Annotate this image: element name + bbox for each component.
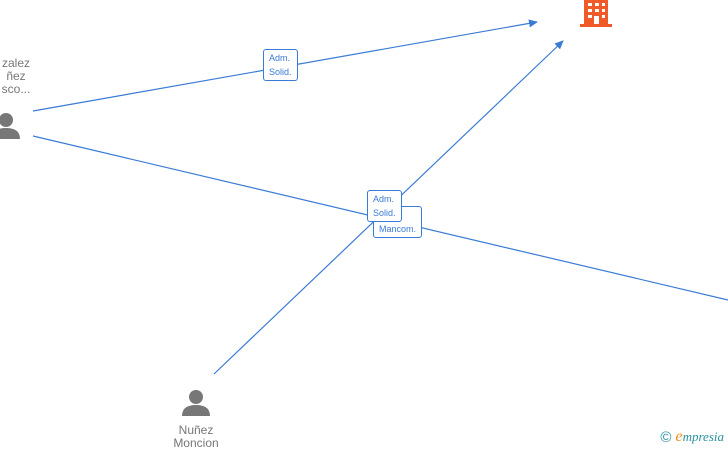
person-icon xyxy=(182,390,210,416)
copyright-symbol: © xyxy=(660,428,672,446)
edge-label-line: Adm. xyxy=(269,53,291,63)
person-label-top: zalez ñez sco... xyxy=(0,57,36,96)
building-icon xyxy=(580,0,612,27)
person-label-line: Nuñez xyxy=(178,423,214,437)
edge-label-line: Mancom. xyxy=(379,224,417,234)
brand-logo: © e mpresia xyxy=(660,428,724,446)
edge-label-line: Solid. xyxy=(269,67,292,77)
edge-label-top: Adm. Solid. xyxy=(263,49,298,81)
person-label-bottom: Nuñez Moncion xyxy=(156,424,236,450)
person-label-line: ñez xyxy=(6,69,26,83)
brand-e: e xyxy=(675,428,683,445)
brand-name: mpresia xyxy=(682,429,724,444)
person-label-line: sco... xyxy=(1,82,31,96)
edge-label-line: Adm. xyxy=(373,194,395,204)
person-label-line: Moncion xyxy=(173,436,219,450)
edge-label-line: Solid. xyxy=(373,208,396,218)
edge-label-middle: Adm. Solid. xyxy=(367,190,402,222)
person-label-line: zalez xyxy=(1,56,30,70)
person-icon xyxy=(0,113,20,139)
